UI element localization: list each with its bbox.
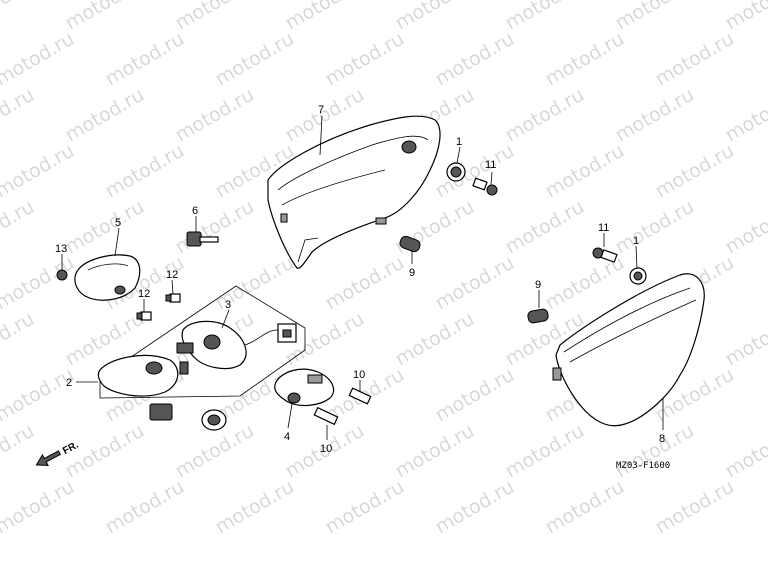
watermark-text: motod.ru bbox=[652, 28, 738, 91]
part-6-key bbox=[186, 231, 219, 247]
watermark-text: motod.ru bbox=[542, 140, 628, 203]
watermark-text: motod.ru bbox=[542, 28, 628, 91]
callout-12-a: 12 bbox=[166, 269, 178, 281]
watermark-text: motod.ru bbox=[502, 420, 588, 483]
callout-4: 4 bbox=[284, 431, 290, 443]
watermark-text: motod.ru bbox=[322, 252, 408, 315]
watermark-text: motod.ru bbox=[432, 364, 518, 427]
watermark-text: motod.ru bbox=[0, 28, 78, 91]
part-9-rubber-upper bbox=[399, 235, 421, 253]
watermark-text: motod.ru bbox=[432, 140, 518, 203]
callout-labels: 7 1 11 6 5 13 12 12 3 9 11 1 9 2 10 4 10… bbox=[55, 104, 665, 455]
watermark-text: motod.ru bbox=[392, 0, 478, 34]
watermark-text: motod.ru bbox=[62, 196, 148, 259]
watermark-text: motod.ru bbox=[502, 0, 588, 34]
watermark-text: motod.ru bbox=[102, 476, 188, 539]
watermark-text: motod.ru bbox=[392, 420, 478, 483]
watermark-text: motod.ru bbox=[0, 420, 38, 483]
part-7-left-side-cover bbox=[267, 115, 441, 269]
watermark-text: motod.ru bbox=[172, 84, 258, 147]
callout-12-b: 12 bbox=[138, 288, 150, 300]
callout-1-upper: 1 bbox=[456, 136, 462, 148]
watermark-text: motod.ru bbox=[172, 0, 258, 34]
part-11-bolt-lower bbox=[592, 247, 618, 263]
watermark-text: motod.ru bbox=[102, 140, 188, 203]
watermark-text: motod.ru bbox=[0, 196, 38, 259]
watermark-text: motod.ru bbox=[212, 28, 298, 91]
part-4-seat-lock bbox=[274, 368, 335, 407]
watermark-text: motod.ru bbox=[0, 140, 78, 203]
part-10-pin-upper bbox=[348, 387, 372, 405]
watermark-text: motod.ru bbox=[432, 28, 518, 91]
watermark-text: motod.ru bbox=[502, 196, 588, 259]
leader-lines bbox=[61, 115, 664, 440]
watermark-text: motod.ru bbox=[722, 196, 768, 259]
watermark-text: motod.ru bbox=[722, 420, 768, 483]
callout-10-lower: 10 bbox=[320, 443, 332, 455]
callout-2: 2 bbox=[66, 377, 72, 389]
callout-1-lower: 1 bbox=[633, 235, 639, 247]
watermark-text: motod.ru bbox=[612, 84, 698, 147]
watermark-text: motod.ru bbox=[0, 84, 38, 147]
part-9-rubber-lower bbox=[527, 308, 549, 324]
watermark-text: motod.ru bbox=[172, 196, 258, 259]
callout-3: 3 bbox=[225, 299, 231, 311]
watermark-text: motod.ru bbox=[652, 140, 738, 203]
part-3-ignition-switch-group bbox=[99, 285, 306, 399]
callout-13: 13 bbox=[55, 243, 67, 255]
callout-9-upper: 9 bbox=[409, 267, 415, 279]
part-8-right-side-cover bbox=[552, 273, 705, 427]
watermark-text: motod.ru bbox=[62, 84, 148, 147]
part-1-grommet-upper bbox=[446, 162, 466, 182]
part-12-bolt-a bbox=[165, 293, 181, 303]
callout-11-lower: 11 bbox=[598, 222, 609, 234]
part-5-bracket bbox=[56, 254, 141, 301]
watermark-text: motod.ru bbox=[0, 364, 78, 427]
watermark-text: motod.ru bbox=[62, 0, 148, 34]
part-11-bolt-upper bbox=[472, 177, 498, 196]
callout-5: 5 bbox=[115, 217, 121, 229]
diagram-code: MZ03-F1600 bbox=[616, 461, 670, 471]
watermark-text: motod.ru bbox=[0, 0, 38, 34]
part-10-pin-lower bbox=[313, 406, 339, 426]
watermark-text: motod.ru bbox=[432, 476, 518, 539]
watermark-text: motod.ru bbox=[322, 28, 408, 91]
callout-8: 8 bbox=[659, 433, 665, 445]
watermark-text: motod.ru bbox=[212, 476, 298, 539]
watermark-text: motod.ru bbox=[612, 196, 698, 259]
watermark-text: motod.ru bbox=[322, 476, 408, 539]
watermark-text: motod.ru bbox=[612, 0, 698, 34]
watermark-text: motod.ru bbox=[722, 0, 768, 34]
part-1-grommet-lower bbox=[629, 267, 647, 285]
callout-7: 7 bbox=[318, 104, 324, 116]
callout-6: 6 bbox=[192, 205, 198, 217]
callout-11-upper: 11 bbox=[485, 159, 496, 171]
watermark-text: motod.ru bbox=[722, 308, 768, 371]
watermark-text: motod.ru bbox=[432, 252, 518, 315]
watermark-text: motod.ru bbox=[102, 28, 188, 91]
watermark-text: motod.ru bbox=[722, 84, 768, 147]
part-12-bolt-b bbox=[136, 311, 152, 321]
part-2-switch-cover-group bbox=[97, 354, 227, 431]
callout-9-lower: 9 bbox=[535, 279, 541, 291]
watermark-text: motod.ru bbox=[502, 84, 588, 147]
watermark-text: motod.ru bbox=[652, 476, 738, 539]
callout-10-upper: 10 bbox=[353, 369, 365, 381]
watermark-text: motod.ru bbox=[0, 252, 78, 315]
watermark-text: motod.ru bbox=[612, 420, 698, 483]
watermark-text: motod.ru bbox=[392, 308, 478, 371]
watermark-text: motod.ru bbox=[0, 476, 78, 539]
watermark-text: motod.ru bbox=[542, 476, 628, 539]
watermark-text: motod.ru bbox=[282, 0, 368, 34]
watermark-text: motod.ru bbox=[0, 308, 38, 371]
